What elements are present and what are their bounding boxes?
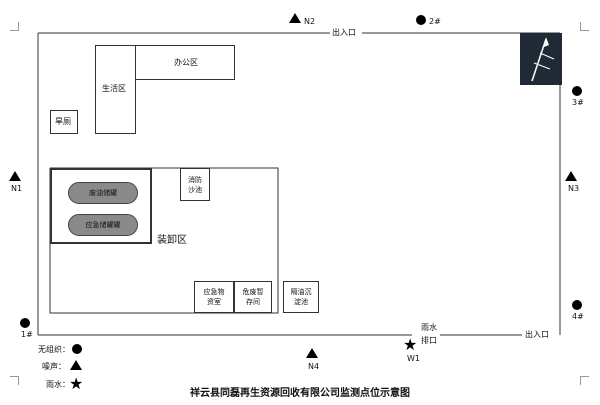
rain-outlet-line2: 排口	[421, 336, 437, 345]
n4-label: N4	[308, 362, 320, 371]
diagram-caption: 祥云县同磊再生资源回收有限公司监测点位示意图	[190, 388, 410, 399]
oilsep-line1: 隔油沉	[290, 288, 312, 296]
noise-point-n2-icon	[289, 13, 301, 23]
hazard-line2: 存间	[246, 298, 260, 306]
fire-sand-line1: 消防	[188, 175, 202, 184]
office-area: 办公区	[135, 45, 235, 80]
noise-point-n1-icon	[9, 171, 21, 181]
emission-point-3-icon	[572, 86, 582, 96]
p1-label: 1#	[21, 330, 33, 339]
corner-mark-bl	[10, 376, 19, 385]
n2-label: N2	[304, 17, 316, 26]
emission-point-4-icon	[572, 300, 582, 310]
office-label: 办公区	[174, 58, 198, 67]
p2-label: 2#	[429, 17, 441, 26]
legend-star-icon: ★	[69, 374, 84, 393]
n3-label: N3	[568, 184, 580, 193]
p3-label: 3#	[572, 98, 584, 107]
loading-area-label: 装卸区	[157, 235, 187, 246]
p4-label: 4#	[572, 312, 584, 321]
legend-unorganized-label: 无组织：	[38, 345, 70, 354]
fire-sand-line2: 沙池	[188, 185, 202, 194]
emergency-tank: 应急储罐罐	[68, 214, 138, 236]
emergency-supply-room: 应急物 资室	[194, 281, 234, 313]
corner-mark-tl	[10, 22, 19, 31]
emergency-line1: 应急物	[203, 288, 225, 296]
legend-dot-icon	[72, 344, 82, 354]
corner-mark-br	[580, 376, 589, 385]
oil-separation-tank: 隔油沉 淀池	[283, 281, 319, 313]
exit-bottom-label: 出入口	[525, 330, 549, 339]
rain-outlet-line1: 雨水	[421, 323, 437, 332]
compass-icon	[520, 33, 562, 85]
legend-triangle-icon	[70, 360, 82, 370]
emission-point-1-icon	[20, 318, 30, 328]
emission-point-2-icon	[416, 15, 426, 25]
legend-noise-label: 噪声：	[42, 362, 66, 371]
toilet-area: 旱厕	[50, 110, 78, 134]
n1-label: N1	[11, 184, 23, 193]
w1-label: W1	[407, 354, 420, 363]
noise-point-n4-icon	[306, 348, 318, 358]
noise-point-n3-icon	[565, 171, 577, 181]
hazard-storage-room: 危废暂 存间	[234, 281, 272, 313]
legend-rain-label: 雨水：	[46, 380, 70, 389]
waste-oil-tank: 废油储罐	[68, 182, 138, 204]
rain-point-w1-icon: ★	[403, 335, 418, 354]
tank-enclosure: 废油储罐 应急储罐罐	[50, 168, 152, 244]
living-area: 生活区	[95, 45, 136, 134]
living-label: 生活区	[102, 84, 126, 93]
oilsep-line2: 淀池	[294, 298, 308, 306]
hazard-line1: 危废暂	[242, 288, 264, 296]
fire-sand-pool: 消防 沙池	[180, 168, 210, 201]
emergency-line2: 资室	[207, 298, 221, 306]
toilet-label: 旱厕	[55, 117, 71, 126]
corner-mark-tr	[580, 22, 589, 31]
exit-top-label: 出入口	[332, 28, 356, 37]
